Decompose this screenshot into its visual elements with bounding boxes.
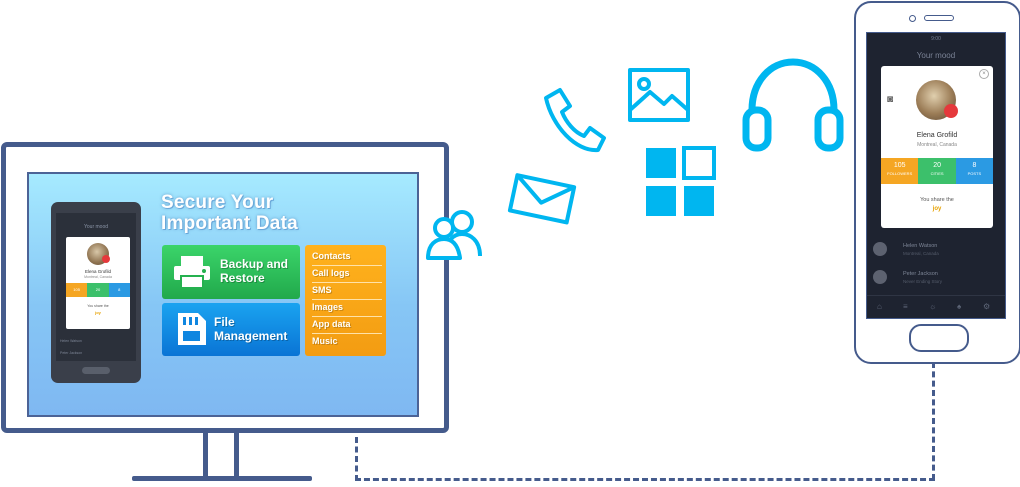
profile-location: Montreal, Canada [84,275,112,279]
status-badge [102,255,110,263]
home-button [82,367,110,374]
list-item-images[interactable]: Images [312,300,382,317]
stat-label: CITIES [930,171,944,176]
bottom-nav: ⌂ ≡ ☼ ♠ ⚙ [867,295,1005,318]
mail-icon [507,173,577,225]
stat-posts: 8 POSTS [955,158,993,184]
list-item-name: Helen Watson [903,243,938,249]
avatar [873,270,887,284]
stat-value: 105 [893,162,906,169]
file-management-tile[interactable]: File Management [162,303,300,356]
monitor-base [132,476,312,481]
list-item-subtitle: Montreal, Canada [903,251,939,256]
status-bar-time: 9:00 [931,36,941,42]
profile-name: Elena Grofild [916,132,958,139]
printer-icon [174,256,210,289]
cable-segment [355,437,358,481]
stat-followers: 105 [66,283,88,297]
screen-title: Your mood [916,51,956,60]
settings-icon[interactable]: ⚙ [983,302,991,311]
home-button[interactable] [909,324,969,352]
stat-posts: 8 [108,283,130,297]
profile-location: Montreal, Canada [917,142,957,148]
camera-icon[interactable]: ◙ [887,94,894,105]
stat-value: 8 [972,162,977,169]
mini-phone-screen: Your mood Elena Grofild Montreal, Canada… [56,213,136,361]
list-icon[interactable]: ≡ [903,302,908,311]
phone-speaker [924,15,954,21]
monitor-stand [234,432,239,477]
status-badge [944,104,958,118]
headphones-icon [742,58,844,152]
share-text: You share the [87,304,109,308]
share-text: You share the [920,197,954,203]
backup-restore-label: Backup and Restore [220,257,289,285]
stat-label: FOLLOWERS [887,171,913,176]
close-icon[interactable]: × [979,69,989,79]
list-item[interactable]: Helen Watson Montreal, Canada [873,239,999,261]
phone-camera [909,15,916,22]
image-icon [628,68,690,122]
mini-phone: Your mood Elena Grofild Montreal, Canada… [51,202,141,383]
cable-segment [355,478,935,481]
users-icon [426,210,482,260]
sd-card-icon [178,313,206,345]
list-item-name: Peter Jackson [903,271,938,277]
list-item-sms[interactable]: SMS [312,283,382,300]
stat-cities: 20 [87,283,109,297]
stat-value: 20 [933,162,941,169]
list-item: Peter Jackson [60,351,83,355]
data-type-list: Contacts Call logs SMS Images App data M… [305,245,386,356]
list-item: Helen Watson [60,339,82,343]
share-word: joy [932,206,942,212]
list-item[interactable]: Peter Jackson Never Ending Story [873,267,999,289]
profile-card: × ◙ Elena Grofild Montreal, Canada 105 F… [881,66,993,228]
share-word: joy [95,310,101,315]
home-icon[interactable]: ⌂ [877,302,882,311]
avatar [873,242,887,256]
apps-grid-icon [646,146,716,216]
headline: Secure Your Important Data [161,192,298,234]
file-management-label: File Management [214,315,288,343]
monitor-stand [203,432,208,477]
profile-name: Elena Grofild [84,269,111,274]
mini-profile-card: Elena Grofild Montreal, Canada 105 20 8 … [66,237,130,329]
backup-restore-tile[interactable]: Backup and Restore [162,245,300,299]
list-item-call-logs[interactable]: Call logs [312,266,382,283]
phone-call-icon [544,88,606,153]
stat-cities: 20 CITIES [918,158,956,184]
mini-phone-title: Your mood [84,224,108,230]
list-item-contacts[interactable]: Contacts [312,249,382,266]
list-item-subtitle: Never Ending Story [903,279,943,284]
sun-icon[interactable]: ☼ [929,302,937,311]
monitor-screen: Your mood Elena Grofild Montreal, Canada… [27,172,419,417]
phone-screen: 9:00 Your mood × ◙ Elena Grofild Montrea… [866,32,1006,319]
cable-segment [932,362,935,480]
stat-followers: 105 FOLLOWERS [881,158,919,184]
list-item-music[interactable]: Music [312,336,338,346]
drop-icon[interactable]: ♠ [957,302,962,311]
list-item-app-data[interactable]: App data [312,317,382,334]
stat-label: POSTS [967,171,982,176]
